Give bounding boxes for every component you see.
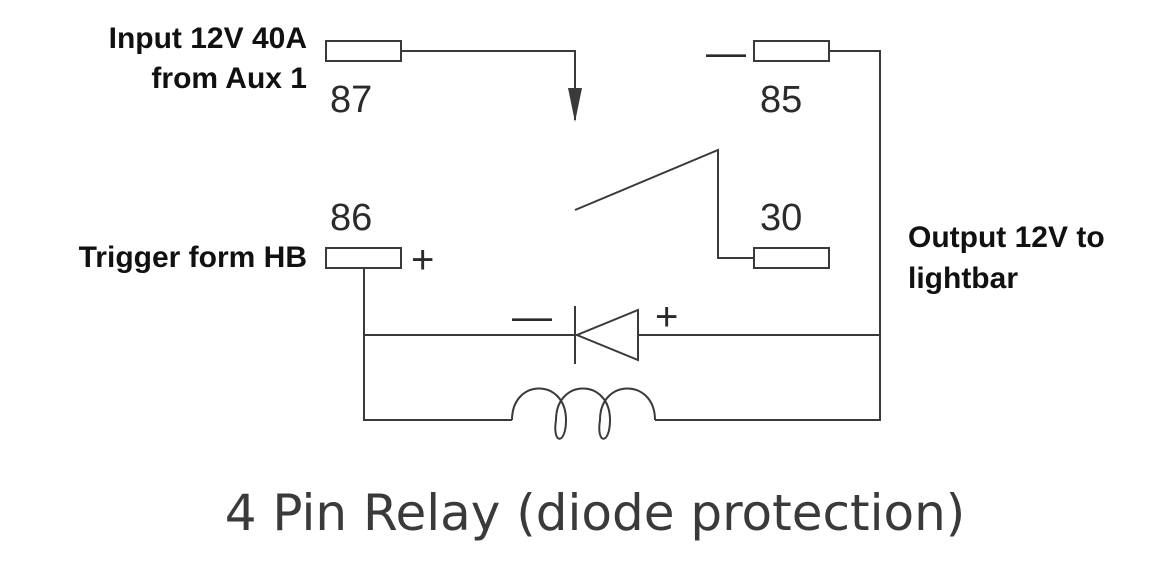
pin-87-label: 87 [330, 79, 372, 121]
pin-86-plus-sign: + [411, 238, 434, 282]
pin-85-wire [655, 50, 881, 421]
pin-30-label: 30 [760, 197, 802, 239]
diode-minus-sign: — [512, 295, 552, 339]
pin-86-wire [363, 268, 512, 421]
pin-87-wire [401, 50, 576, 120]
pin-85-terminal [753, 40, 830, 62]
diode-symbol [574, 308, 639, 362]
output-annotation-line1: Output 12V to [908, 221, 1105, 254]
diode-plus-sign: + [655, 295, 678, 339]
pin-87-terminal [325, 40, 402, 62]
diagram-caption: 4 Pin Relay (diode protection) [225, 484, 966, 542]
output-annotation-line2: lightbar [908, 262, 1018, 295]
contact-arrow [568, 88, 582, 122]
switch-arm [574, 148, 754, 259]
pin-30-terminal [753, 247, 830, 269]
coil-symbol [511, 387, 656, 440]
pin-85-label: 85 [760, 79, 802, 121]
pin-86-label: 86 [330, 197, 372, 239]
input-annotation-line2: from Aux 1 [151, 62, 307, 95]
trigger-annotation: Trigger form HB [79, 241, 307, 274]
input-annotation-line1: Input 12V 40A [109, 22, 307, 55]
pin-85-minus-sign: — [706, 31, 746, 75]
pin-86-terminal [325, 247, 402, 269]
